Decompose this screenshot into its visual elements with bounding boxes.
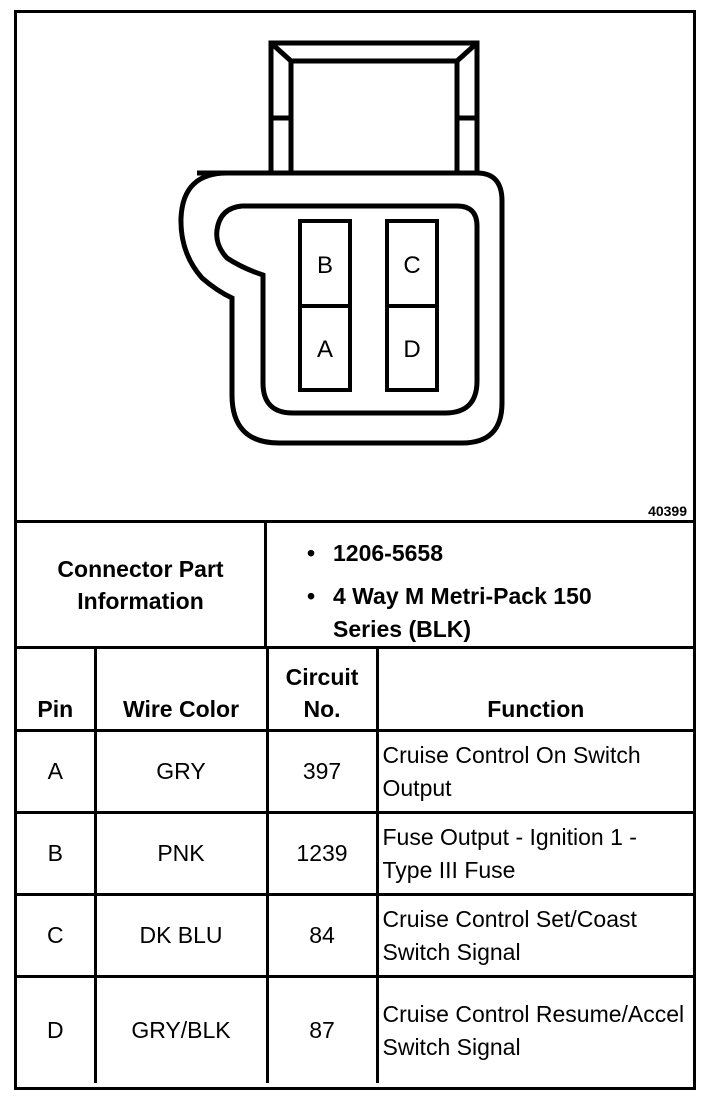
cell-function: Cruise Control Set/Coast Switch Signal — [375, 893, 693, 978]
cell-circuit: 1239 — [265, 811, 379, 896]
cell-pin: A — [17, 729, 97, 814]
latch-tab — [268, 40, 480, 173]
connector-drawing: B C A D 40399 — [17, 13, 693, 523]
cell-function: Cruise Control Resume/Accel Switch Signa… — [375, 975, 693, 1083]
table-row: D GRY/BLK 87 Cruise Control Resume/Accel… — [17, 975, 693, 1083]
header-function: Function — [375, 649, 693, 732]
connector-info-label-text: Connector Part Information — [57, 555, 224, 614]
table-row: B PNK 1239 Fuse Output - Ignition 1 - Ty… — [17, 811, 693, 896]
cell-pin: B — [17, 811, 97, 896]
cell-pin: C — [17, 893, 97, 978]
table-header-row: Pin Wire Color Circuit No. Function — [17, 649, 693, 732]
connector-info-list: • 1206-5658 • 4 Way M Metri-Pack 150 Ser… — [267, 523, 693, 646]
header-circuit-no: Circuit No. — [265, 649, 379, 732]
pin-label-a: A — [317, 336, 333, 363]
pin-label-c: C — [403, 252, 420, 279]
part-number: 1206-5658 — [333, 540, 443, 566]
connector-info-item: • 4 Way M Metri-Pack 150 Series (BLK) — [307, 580, 653, 646]
header-wire-color: Wire Color — [93, 649, 269, 732]
bullet-icon: • — [307, 540, 316, 566]
cavity-d — [385, 304, 439, 392]
pin-label-b: B — [317, 252, 333, 279]
cell-function: Fuse Output - Ignition 1 - Type III Fuse — [375, 811, 693, 896]
cell-wire-color: PNK — [93, 811, 269, 896]
cell-wire-color: GRY — [93, 729, 269, 814]
connector-sheet: B C A D 40399 Connector Part Information… — [14, 10, 696, 1090]
cell-wire-color: GRY/BLK — [93, 975, 269, 1083]
table-row: A GRY 397 Cruise Control On Switch Outpu… — [17, 729, 693, 814]
bullet-icon: • — [307, 583, 316, 609]
cell-circuit: 84 — [265, 893, 379, 978]
connector-info-label: Connector Part Information — [17, 523, 267, 646]
cavity-a — [298, 304, 352, 392]
cavity-b — [298, 219, 352, 308]
figure-number: 40399 — [648, 503, 687, 519]
header-pin: Pin — [17, 649, 97, 732]
pinout-table: Pin Wire Color Circuit No. Function A GR… — [17, 649, 693, 1083]
cell-wire-color: DK BLU — [93, 893, 269, 978]
connector-info-item: • 1206-5658 — [307, 537, 693, 570]
pin-label-d: D — [403, 336, 420, 363]
connector-info-row: Connector Part Information • 1206-5658 •… — [17, 523, 693, 649]
cell-circuit: 397 — [265, 729, 379, 814]
cell-pin: D — [17, 975, 97, 1083]
connector-face-svg: B C A D — [178, 40, 505, 446]
connector-description: 4 Way M Metri-Pack 150 Series (BLK) — [333, 583, 592, 642]
cell-circuit: 87 — [265, 975, 379, 1083]
table-row: C DK BLU 84 Cruise Control Set/Coast Swi… — [17, 893, 693, 978]
cell-function: Cruise Control On Switch Output — [375, 729, 693, 814]
